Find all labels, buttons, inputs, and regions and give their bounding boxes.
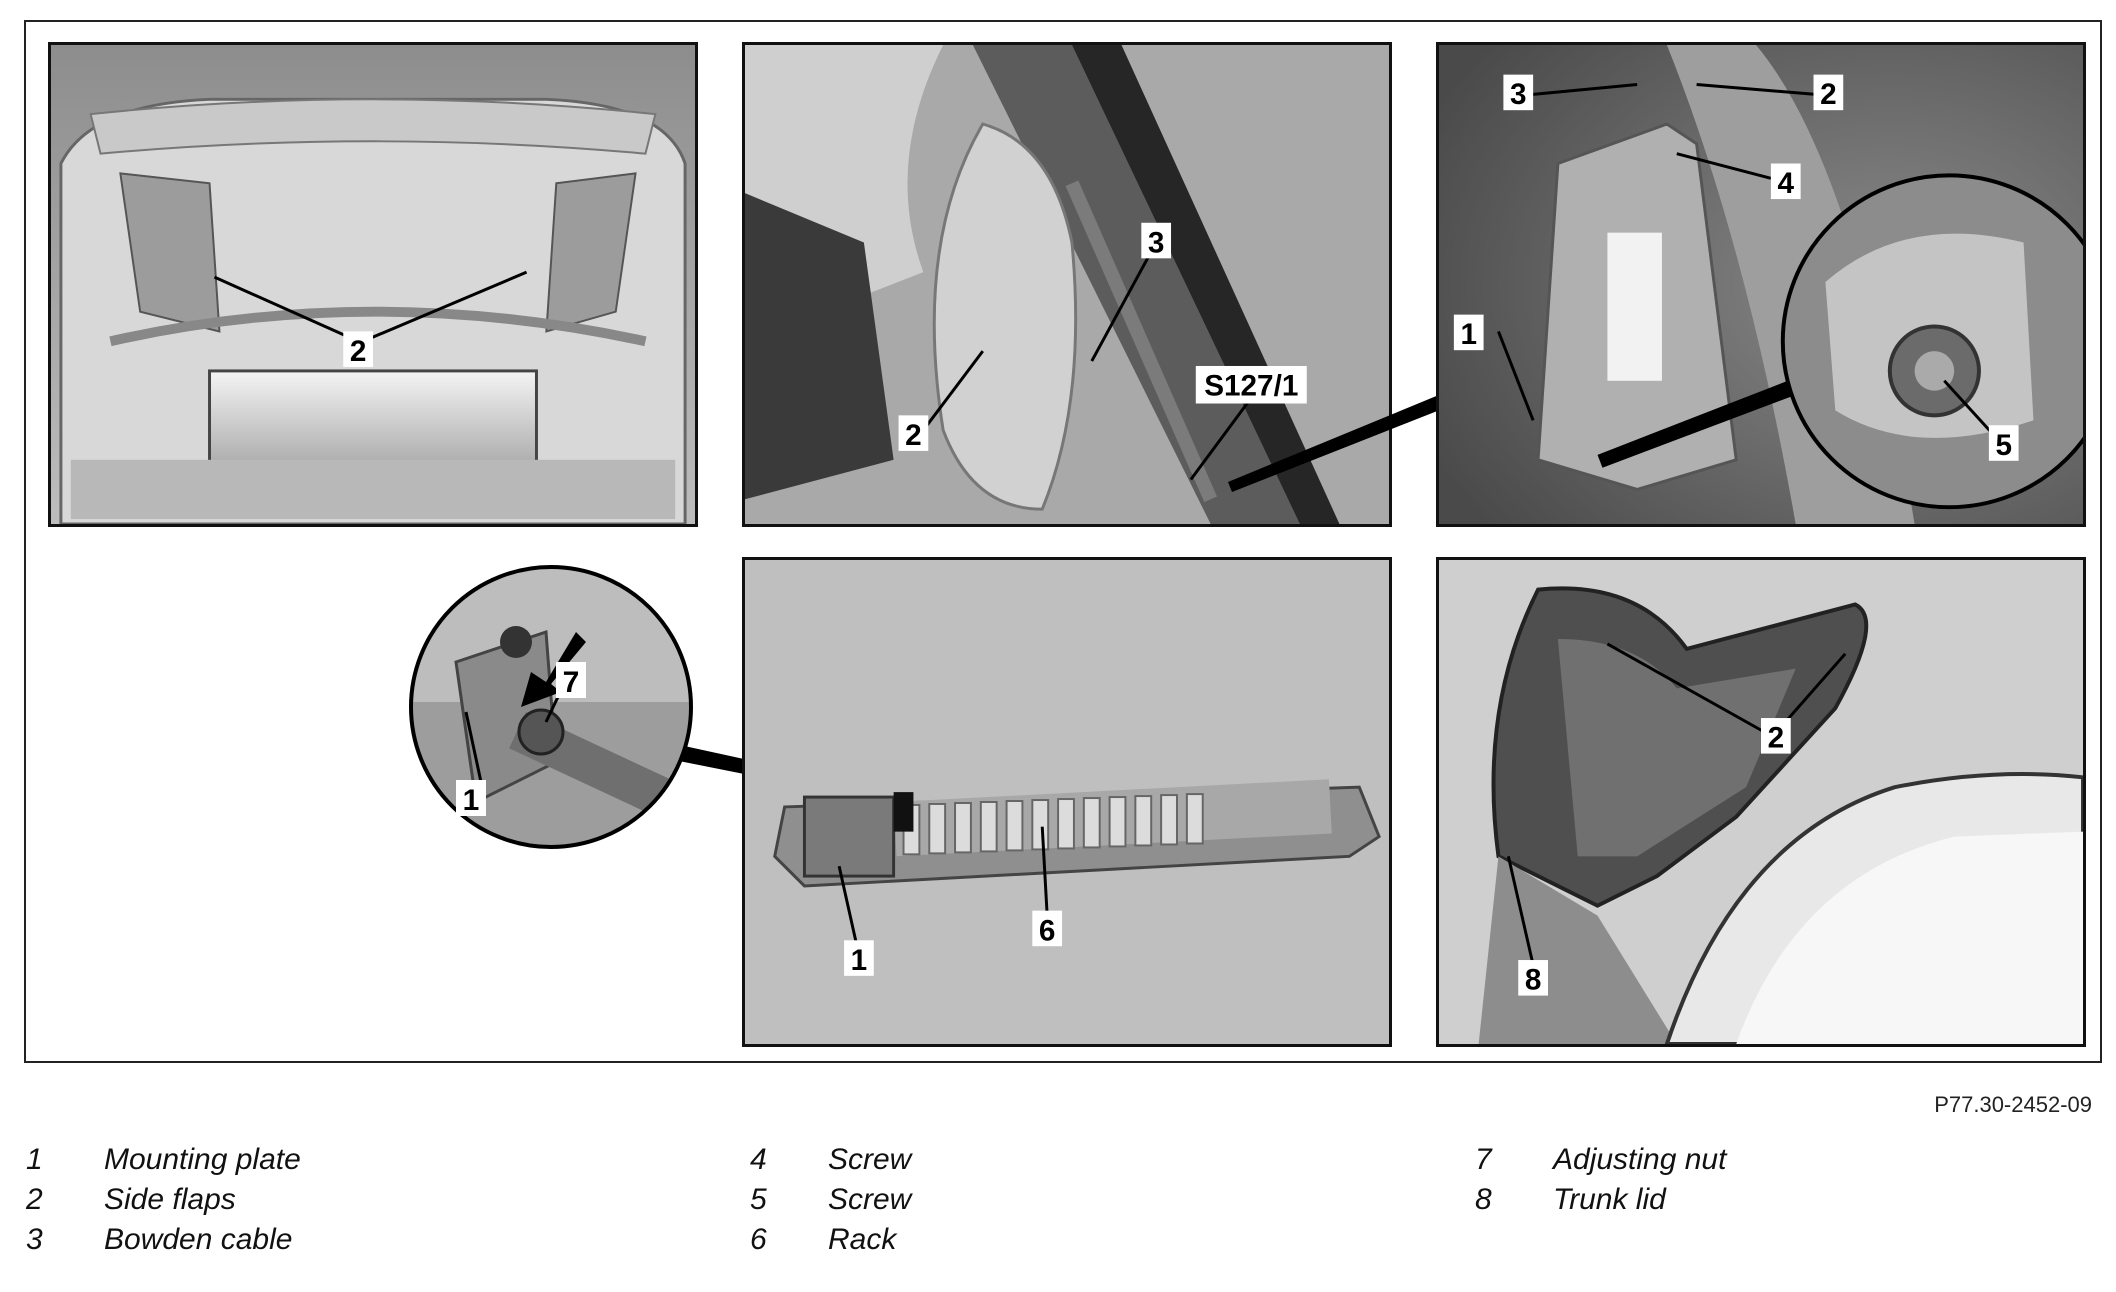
legend-label: Mounting plate: [104, 1143, 301, 1176]
legend-label: Screw: [828, 1143, 912, 1176]
photo-open-trunk-lid: 2 8: [1436, 557, 2086, 1047]
callout-3: 3: [1148, 226, 1165, 259]
legend-number: 3: [26, 1223, 43, 1256]
legend-label: Screw: [828, 1183, 912, 1216]
callout-1: 1: [463, 784, 480, 817]
callout-switch-s127-1: S127/1: [1204, 370, 1298, 403]
callout-1: 1: [1460, 318, 1477, 351]
legend-number: 5: [750, 1183, 767, 1216]
photo-side-flap-switch: 3 2 S127/1: [742, 42, 1392, 527]
photo-trunk-lid-side-flaps: 2: [48, 42, 698, 527]
legend-number: 2: [26, 1183, 43, 1216]
legend-number: 7: [1475, 1143, 1492, 1176]
callout-5: 5: [1995, 429, 2012, 462]
callout-2: 2: [1768, 722, 1785, 755]
callout-6: 6: [1039, 914, 1056, 947]
legend-number: 1: [26, 1143, 43, 1176]
photo-rack-mounting-plate: 1 6: [742, 557, 1392, 1047]
callout-7: 7: [563, 666, 580, 699]
legend-label: Bowden cable: [104, 1223, 293, 1256]
legend-label: Adjusting nut: [1553, 1143, 1727, 1176]
callout-4: 4: [1778, 167, 1795, 200]
legend-number: 4: [750, 1143, 767, 1176]
callout-8: 8: [1525, 964, 1542, 997]
legend-label: Rack: [828, 1223, 897, 1256]
callout-2: 2: [1820, 78, 1837, 111]
figure-id: P77.30-2452-09: [1934, 1092, 2092, 1117]
magnified-detail-adjusting-nut: 7 1: [409, 565, 693, 849]
callout-2: 2: [350, 335, 367, 368]
legend-number: 8: [1475, 1183, 1492, 1216]
legend-label: Side flaps: [104, 1183, 236, 1216]
callout-3: 3: [1510, 78, 1527, 111]
figure-frame: 2 3 2 S127/1: [24, 20, 2102, 1063]
callout-2: 2: [905, 419, 922, 452]
legend-label: Trunk lid: [1553, 1183, 1666, 1216]
callout-1: 1: [851, 944, 868, 977]
legend-number: 6: [750, 1223, 767, 1256]
photo-mounting-plate-screws: 3 2 4 1 5: [1436, 42, 2086, 527]
